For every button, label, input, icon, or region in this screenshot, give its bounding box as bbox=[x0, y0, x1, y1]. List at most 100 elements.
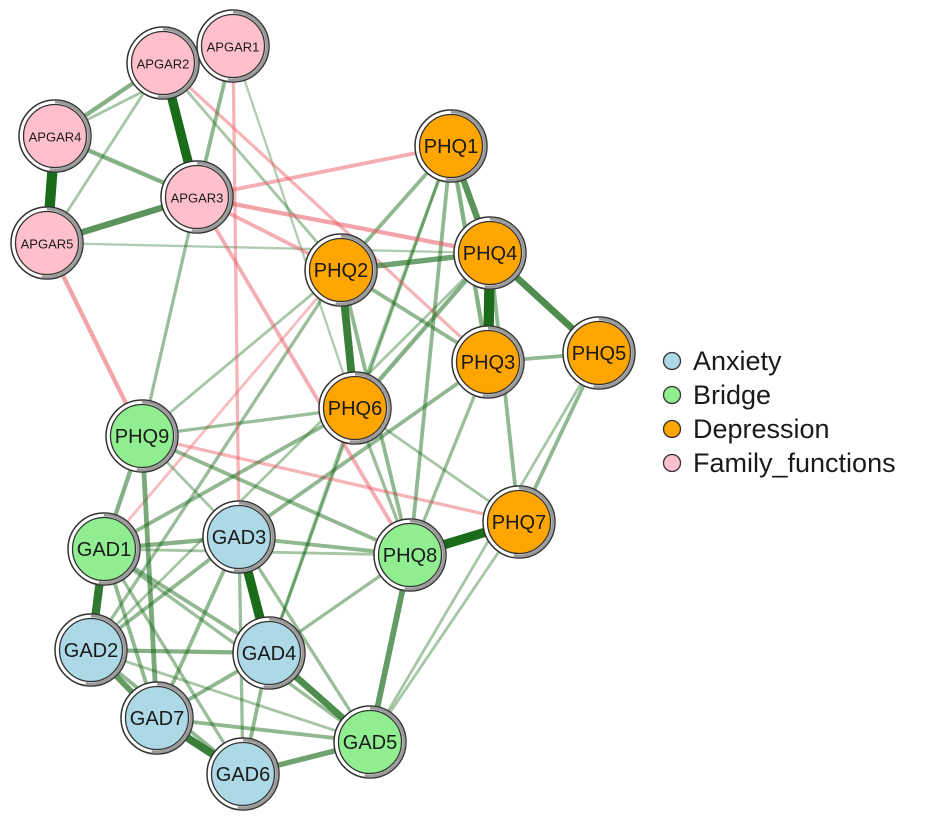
node-gad6: GAD6 bbox=[206, 737, 280, 811]
edge-apgar5-phq4 bbox=[46, 241, 491, 255]
node-pie-arc bbox=[335, 234, 377, 306]
node-fill bbox=[418, 113, 484, 179]
node-fill bbox=[130, 30, 196, 96]
node-fill bbox=[322, 375, 388, 441]
edges-layer bbox=[41, 42, 602, 778]
node-label: PHQ3 bbox=[461, 352, 515, 374]
node-label: PHQ9 bbox=[115, 426, 169, 448]
legend-item-bridge: Bridge bbox=[662, 380, 771, 410]
node-pie-arc bbox=[85, 614, 127, 686]
node-phq3: PHQ3 bbox=[451, 325, 525, 399]
edge-phq2-gad2 bbox=[89, 269, 343, 651]
edge-phq1-phq6 bbox=[353, 145, 453, 409]
node-gad4: GAD4 bbox=[232, 616, 306, 690]
node-label: GAD6 bbox=[216, 764, 270, 786]
node-pie-arc bbox=[484, 217, 526, 289]
node-label: PHQ7 bbox=[492, 512, 546, 534]
legend-item-family-functions: Family_functions bbox=[662, 448, 896, 478]
edge-apgar2-phq3 bbox=[161, 61, 490, 364]
node-gad7: GAD7 bbox=[120, 681, 194, 755]
node-fill bbox=[308, 237, 374, 303]
node-label: PHQ4 bbox=[463, 243, 517, 265]
node-fill bbox=[109, 403, 175, 469]
node-pie-arc bbox=[482, 326, 524, 398]
node-apgar1: APGAR1 bbox=[196, 9, 270, 83]
legend-swatch bbox=[662, 453, 682, 473]
node-fill bbox=[210, 741, 276, 807]
node-phq5: PHQ5 bbox=[562, 316, 636, 390]
node-label: PHQ5 bbox=[572, 343, 626, 365]
node-label: GAD1 bbox=[77, 539, 131, 561]
node-pie-arc bbox=[151, 682, 193, 754]
edge-gad2-gad5 bbox=[90, 648, 371, 744]
node-pie-arc bbox=[98, 513, 140, 585]
node-gad3: GAD3 bbox=[202, 500, 276, 574]
node-fill bbox=[164, 164, 230, 230]
node-fill bbox=[566, 320, 632, 386]
node-pie-arc bbox=[49, 100, 91, 172]
legend-swatch bbox=[662, 351, 682, 371]
node-pie-arc bbox=[445, 110, 487, 182]
edge-phq6-gad4 bbox=[267, 407, 357, 654]
edge-phq9-gad7 bbox=[139, 435, 160, 719]
node-pie-arc bbox=[237, 738, 279, 810]
node-label: PHQ6 bbox=[328, 398, 382, 420]
node-gad1: GAD1 bbox=[67, 512, 141, 586]
node-fill bbox=[457, 220, 523, 286]
edge-apgar3-phq9 bbox=[140, 196, 199, 437]
node-label: APGAR3 bbox=[171, 191, 224, 206]
node-label: GAD4 bbox=[242, 643, 296, 665]
node-label: PHQ8 bbox=[383, 545, 437, 567]
node-gad5: GAD5 bbox=[333, 705, 407, 779]
node-phq4: PHQ4 bbox=[453, 216, 527, 290]
node-fill bbox=[206, 504, 272, 570]
edge-phq3-gad3 bbox=[237, 360, 490, 539]
legend-label: Anxiety bbox=[693, 346, 782, 376]
node-pie-arc bbox=[227, 10, 269, 82]
node-phq7: PHQ7 bbox=[482, 485, 556, 559]
node-pie-arc bbox=[191, 161, 233, 233]
node-label: APGAR4 bbox=[29, 130, 82, 145]
node-pie-arc bbox=[263, 617, 305, 689]
edge-phq2-phq9 bbox=[141, 268, 342, 438]
node-label: GAD5 bbox=[343, 732, 397, 754]
edge-phq1-phq8 bbox=[408, 145, 453, 556]
legend-item-depression: Depression bbox=[662, 414, 830, 444]
node-apgar3: APGAR3 bbox=[160, 160, 234, 234]
node-fill bbox=[124, 685, 190, 751]
node-pie-arc bbox=[136, 400, 178, 472]
node-fill bbox=[200, 13, 266, 79]
legend-label: Depression bbox=[693, 414, 830, 444]
node-phq2: PHQ2 bbox=[304, 233, 378, 307]
edge-gad3-gad5 bbox=[237, 536, 372, 743]
edge-phq7-gad5 bbox=[368, 521, 521, 743]
node-fill bbox=[14, 210, 80, 276]
node-fill bbox=[22, 103, 88, 169]
node-phq1: PHQ1 bbox=[414, 109, 488, 183]
node-pie-arc bbox=[593, 317, 635, 389]
nodes-layer: APGAR1APGAR2APGAR3APGAR4APGAR5PHQ1PHQ2PH… bbox=[10, 9, 636, 811]
edge-phq9-phq7 bbox=[141, 434, 520, 524]
edge-phq5-gad5 bbox=[368, 352, 601, 743]
edge-apgar2-phq2 bbox=[161, 62, 343, 271]
node-pie-arc bbox=[349, 372, 391, 444]
node-phq9: PHQ9 bbox=[105, 399, 179, 473]
node-apgar5: APGAR5 bbox=[10, 206, 84, 280]
legend-item-anxiety: Anxiety bbox=[662, 346, 782, 376]
node-fill bbox=[71, 516, 137, 582]
node-label: GAD2 bbox=[64, 640, 118, 662]
node-pie-arc bbox=[513, 486, 555, 558]
node-phq8: PHQ8 bbox=[373, 518, 447, 592]
node-label: APGAR2 bbox=[137, 57, 190, 72]
legend-label: Bridge bbox=[693, 380, 771, 410]
node-label: PHQ2 bbox=[314, 260, 368, 282]
node-pie-arc bbox=[404, 519, 446, 591]
node-pie-arc bbox=[41, 207, 83, 279]
node-pie-arc bbox=[233, 501, 275, 573]
node-label: GAD7 bbox=[130, 708, 184, 730]
node-apgar2: APGAR2 bbox=[126, 26, 200, 100]
node-gad2: GAD2 bbox=[54, 613, 128, 687]
edge-apgar3-phq4 bbox=[196, 194, 491, 256]
edge-apgar1-phq6 bbox=[231, 45, 357, 409]
